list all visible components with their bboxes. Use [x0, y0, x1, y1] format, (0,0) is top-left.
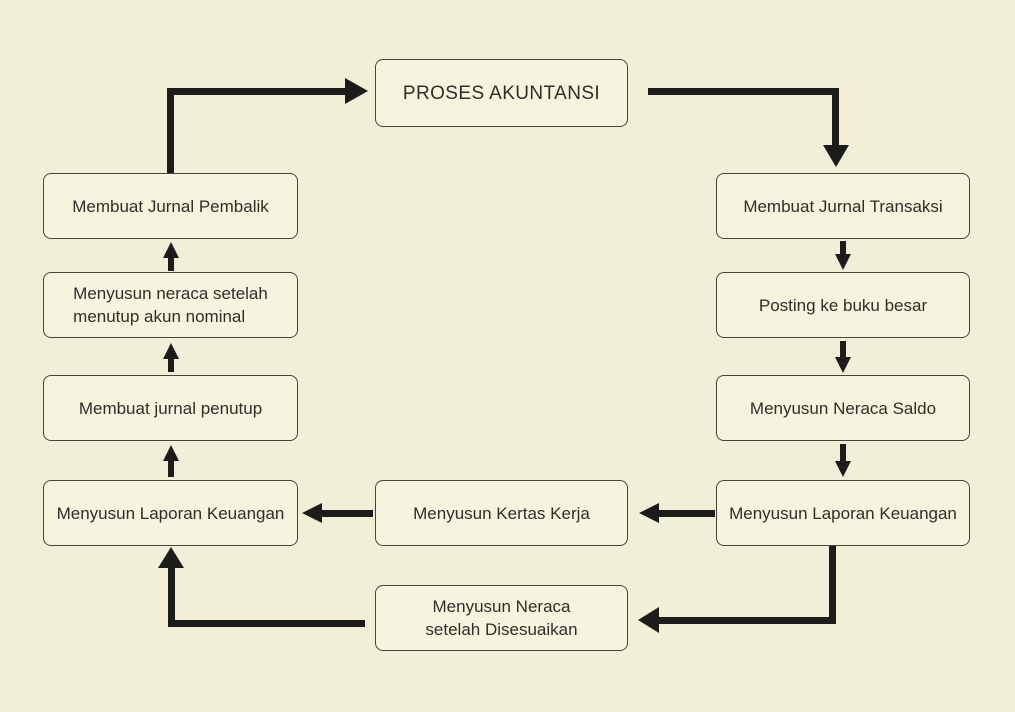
arrow-penutup-to-menutup-nominal-arrowhead-icon [163, 343, 179, 359]
arrow-menutup-nominal-to-pembalik-arrowhead-icon [163, 242, 179, 258]
arrow-proses-to-transaksi-shaft-horizontal [648, 88, 839, 95]
node-menyusun-laporan-keuangan-kiri: Menyusun Laporan Keuangan [43, 480, 298, 546]
arrow-proses-to-transaksi-arrowhead-icon [823, 145, 849, 167]
arrow-proses-to-transaksi-shaft-vertical [832, 88, 839, 146]
arrow-pembalik-to-proses-shaft-horizontal [167, 88, 347, 95]
node-posting-ke-buku-besar: Posting ke buku besar [716, 272, 970, 338]
arrow-laporan-kiri-to-penutup-arrowhead-icon [163, 445, 179, 461]
arrow-transaksi-to-posting-shaft [840, 241, 846, 255]
arrow-laporan-kiri-to-penutup-shaft [168, 460, 174, 477]
node-menyusun-neraca-setelah-disesuaikan-label: Menyusun Neraca setelah Disesuaikan [425, 597, 578, 639]
arrow-neraca-saldo-to-laporan-kanan-arrowhead-icon [835, 461, 851, 477]
node-menyusun-neraca-setelah-menutup: Menyusun neraca setelah menutup akun nom… [43, 272, 298, 338]
node-menyusun-laporan-keuangan-kiri-label: Menyusun Laporan Keuangan [56, 503, 285, 523]
arrow-pembalik-to-proses-shaft-vertical [167, 88, 174, 173]
arrow-laporan-kanan-to-kertas-kerja-arrowhead-icon [639, 503, 659, 523]
arrow-transaksi-to-posting-arrowhead-icon [835, 254, 851, 270]
arrow-disesuaikan-to-laporan-kiri-arrowhead-icon [158, 547, 184, 568]
node-menyusun-kertas-kerja-label: Menyusun Kertas Kerja [413, 503, 590, 523]
node-membuat-jurnal-penutup: Membuat jurnal penutup [43, 375, 298, 441]
arrow-penutup-to-menutup-nominal-shaft [168, 358, 174, 372]
node-menyusun-laporan-keuangan-kanan: Menyusun Laporan Keuangan [716, 480, 970, 546]
arrow-laporan-kanan-to-disesuaikan-shaft-vertical [829, 546, 836, 624]
node-proses-akuntansi-label: PROSES AKUNTANSI [402, 82, 601, 104]
node-menyusun-laporan-keuangan-kanan-label: Menyusun Laporan Keuangan [729, 503, 957, 523]
node-menyusun-neraca-setelah-menutup-label: Menyusun neraca setelah menutup akun nom… [73, 284, 268, 326]
node-membuat-jurnal-transaksi: Membuat Jurnal Transaksi [716, 173, 970, 239]
arrow-laporan-kanan-to-disesuaikan-arrowhead-icon [638, 607, 659, 633]
node-proses-akuntansi: PROSES AKUNTANSI [375, 59, 628, 127]
arrow-disesuaikan-to-laporan-kiri-shaft-vertical [168, 567, 175, 627]
node-menyusun-neraca-setelah-disesuaikan: Menyusun Neraca setelah Disesuaikan [375, 585, 628, 651]
arrow-kertas-kerja-to-laporan-kiri-arrowhead-icon [302, 503, 322, 523]
node-membuat-jurnal-transaksi-label: Membuat Jurnal Transaksi [743, 196, 943, 216]
arrow-pembalik-to-proses-arrowhead-icon [345, 78, 368, 104]
arrow-neraca-saldo-to-laporan-kanan-shaft [840, 444, 846, 462]
arrow-menutup-nominal-to-pembalik-shaft [168, 257, 174, 271]
node-membuat-jurnal-pembalik-label: Membuat Jurnal Pembalik [72, 196, 269, 216]
arrow-laporan-kanan-to-disesuaikan-shaft-horizontal [658, 617, 836, 624]
node-membuat-jurnal-penutup-label: Membuat jurnal penutup [78, 398, 263, 418]
node-membuat-jurnal-pembalik: Membuat Jurnal Pembalik [43, 173, 298, 239]
arrow-disesuaikan-to-laporan-kiri-shaft-horizontal [168, 620, 365, 627]
node-menyusun-neraca-saldo-label: Menyusun Neraca Saldo [749, 398, 937, 418]
arrow-laporan-kanan-to-kertas-kerja-shaft [659, 510, 715, 517]
arrow-kertas-kerja-to-laporan-kiri-shaft [322, 510, 373, 517]
node-menyusun-neraca-saldo: Menyusun Neraca Saldo [716, 375, 970, 441]
arrow-posting-to-neraca-saldo-shaft [840, 341, 846, 358]
node-menyusun-kertas-kerja: Menyusun Kertas Kerja [375, 480, 628, 546]
arrow-posting-to-neraca-saldo-arrowhead-icon [835, 357, 851, 373]
node-posting-ke-buku-besar-label: Posting ke buku besar [758, 295, 928, 315]
